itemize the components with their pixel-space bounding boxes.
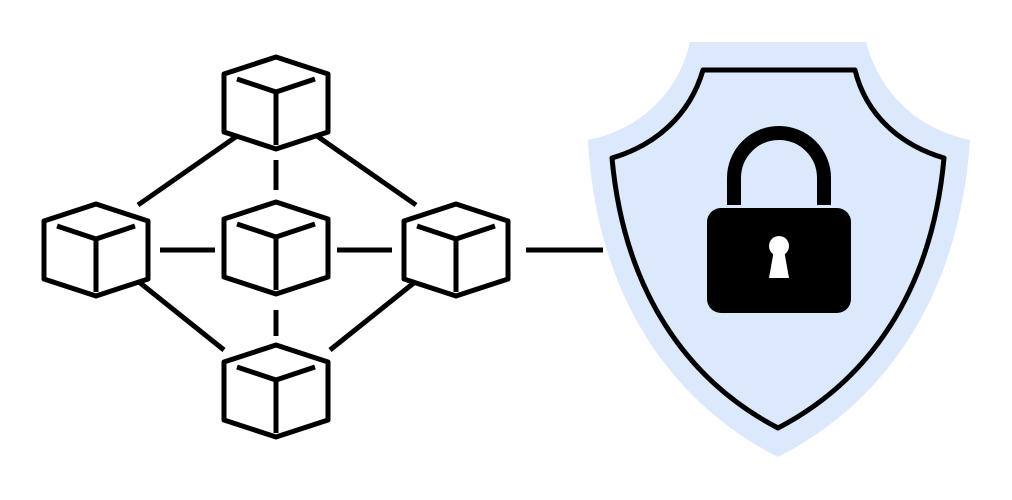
cube-icon-right xyxy=(401,201,511,299)
cube-edges xyxy=(236,364,316,433)
block-cubes xyxy=(41,54,511,440)
cube-icon-left xyxy=(41,201,151,299)
cube-edges xyxy=(236,221,316,290)
cube-edges xyxy=(56,223,136,292)
shield-outline xyxy=(609,67,947,431)
link-top-left xyxy=(136,124,252,208)
cube-icon-top xyxy=(221,54,331,152)
link-top-right xyxy=(302,124,418,208)
keyhole-slot xyxy=(769,250,789,278)
cube-edges xyxy=(236,76,316,145)
padlock-shackle xyxy=(727,126,831,205)
cube-icon-center xyxy=(221,199,331,297)
network-links xyxy=(122,124,603,352)
cube-edges xyxy=(416,223,496,292)
padlock-icon xyxy=(707,126,851,313)
cube-icon-bottom xyxy=(221,342,331,440)
